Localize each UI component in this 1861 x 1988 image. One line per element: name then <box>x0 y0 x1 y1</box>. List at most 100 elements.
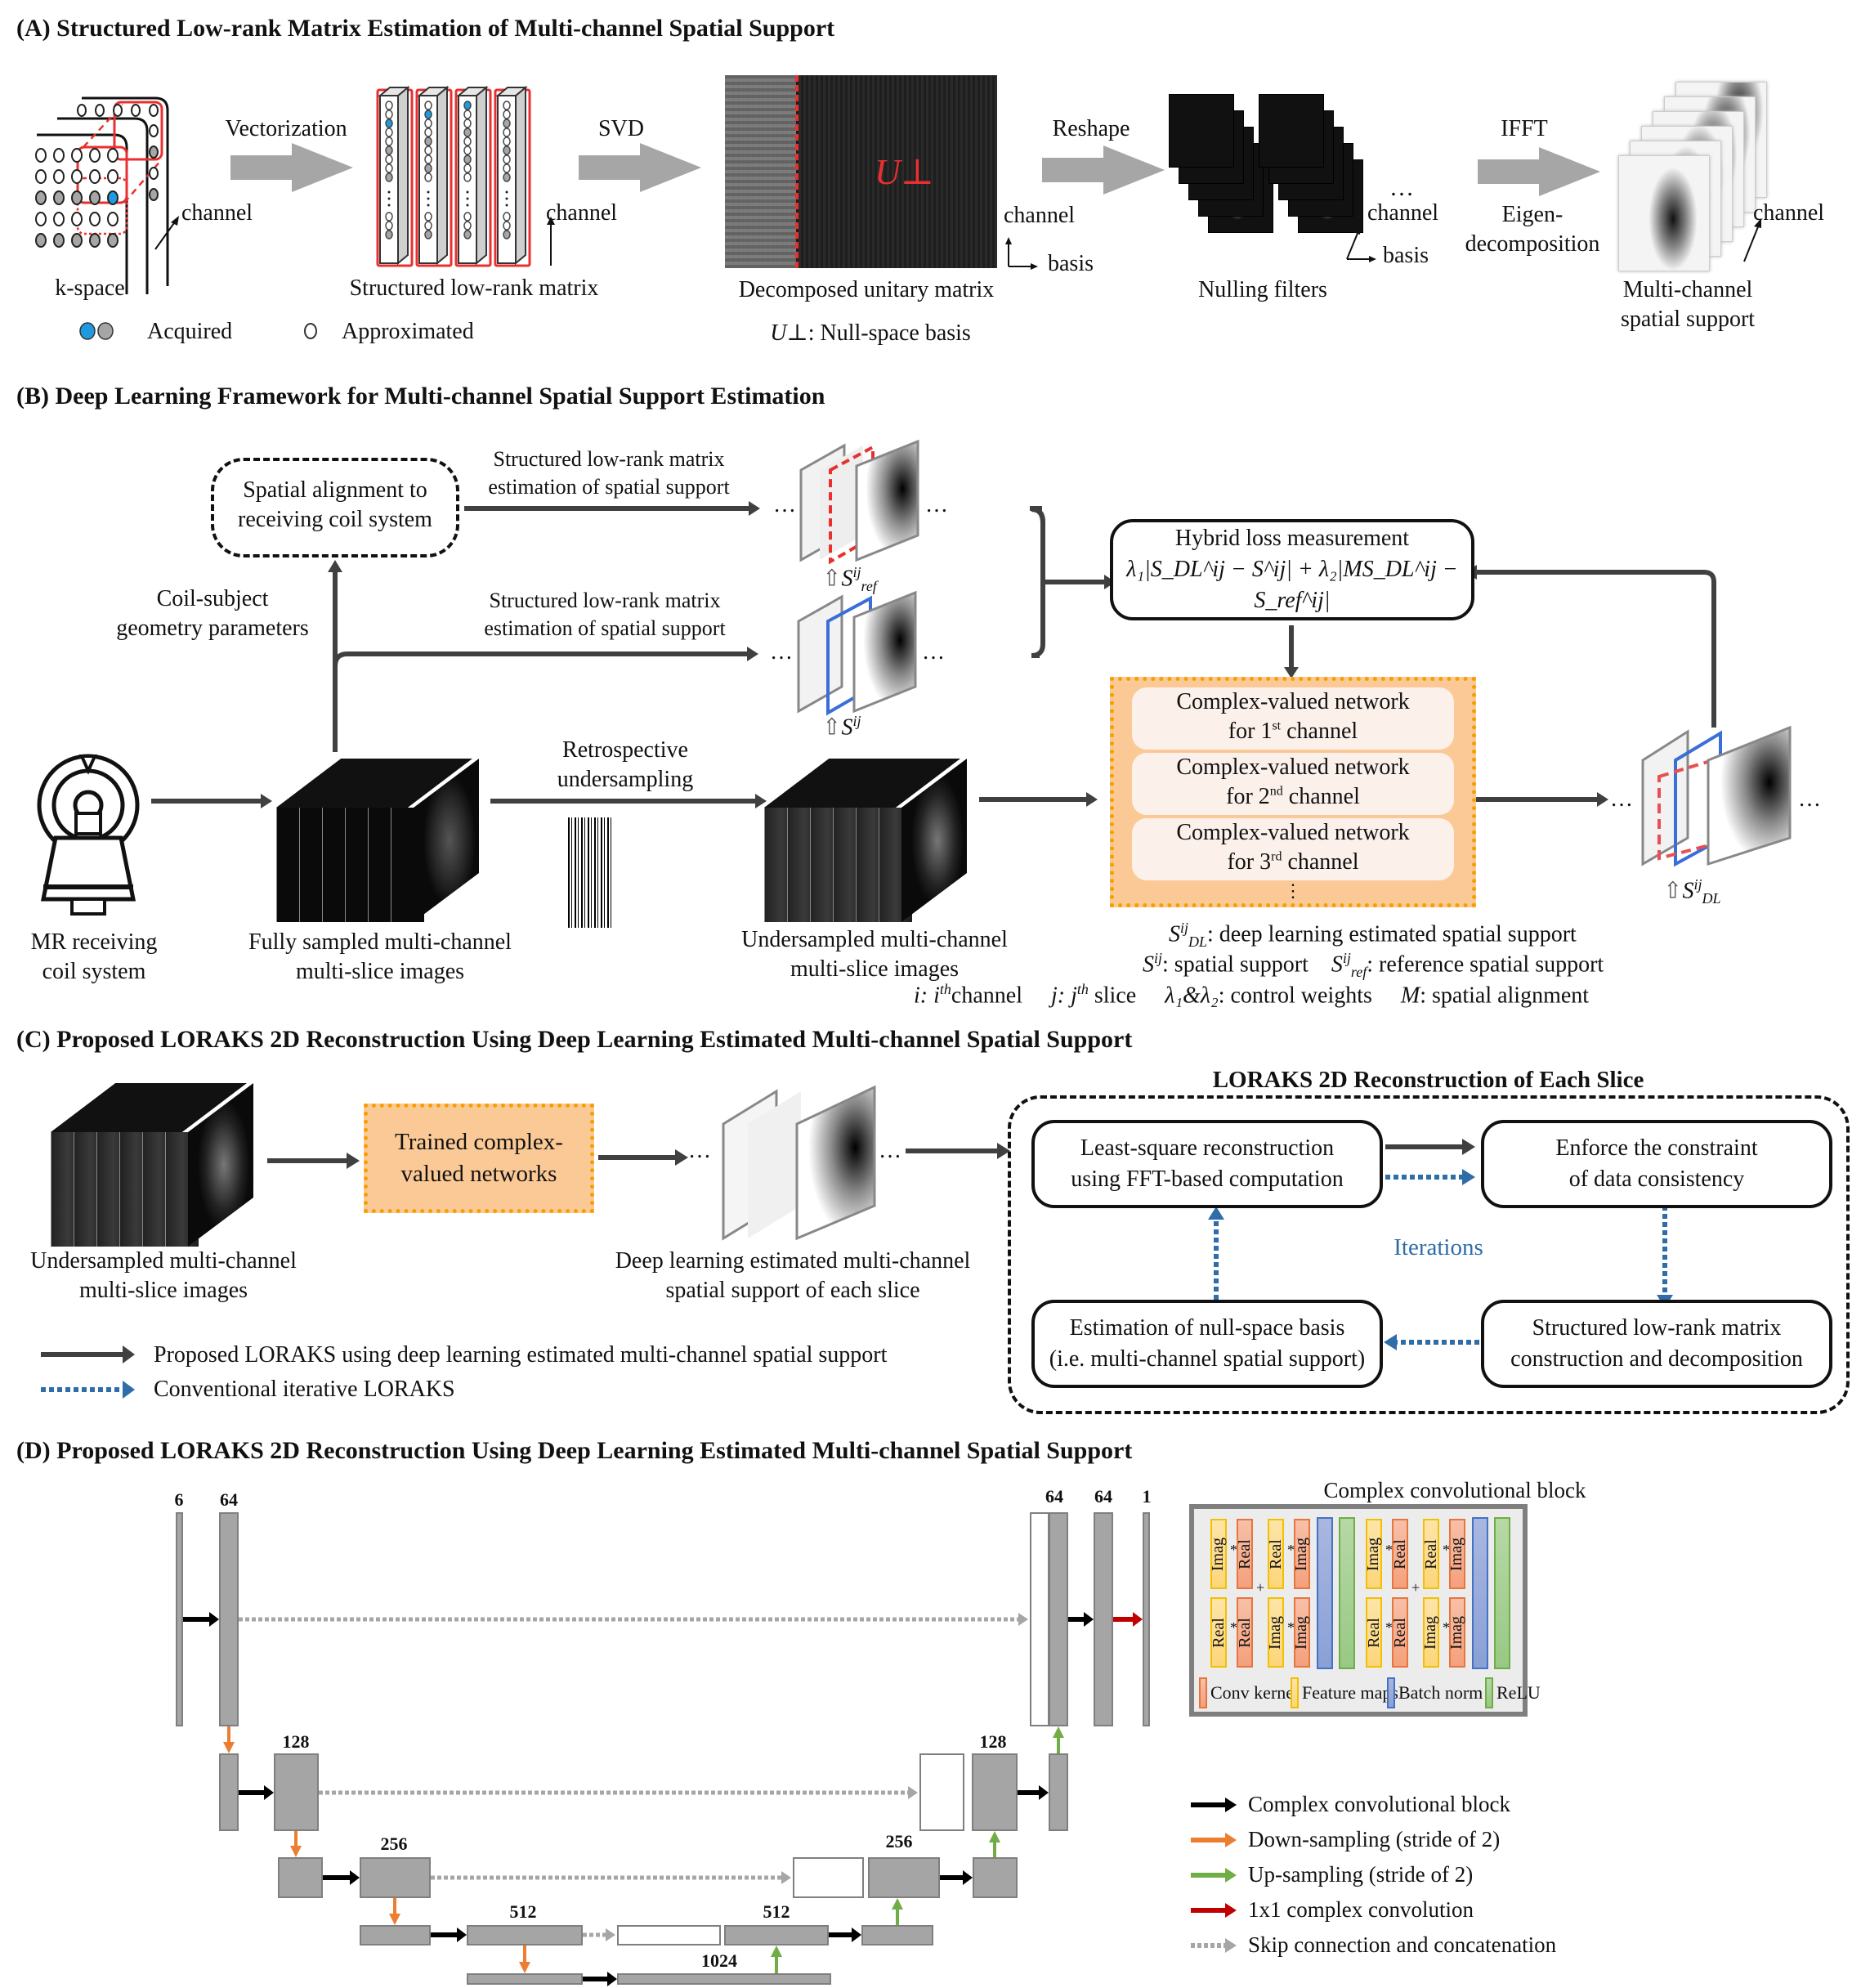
kspace-sample <box>71 169 83 184</box>
nulling-ellipsis: … <box>1389 174 1414 201</box>
support-map <box>1618 155 1710 271</box>
legend-arrow-label: Complex convolutional block <box>1248 1792 1510 1816</box>
channels-dec1b: 64 <box>1094 1486 1112 1507</box>
enc1-bar <box>219 1512 239 1726</box>
null-space-symbol: U⊥ <box>875 152 935 192</box>
sij-support-stack <box>797 590 917 716</box>
legend-arrow-icon <box>1191 1902 1237 1918</box>
kspace-sample <box>71 190 83 205</box>
note-sdl-text: : deep learning estimated spatial suppor… <box>1207 921 1577 947</box>
arrow-legend-item: Skip connection and concatenation <box>1189 1932 1556 1958</box>
ifft-label: IFFT <box>1501 116 1548 141</box>
upsample-arrow <box>892 1898 903 1925</box>
feature-maps-legend-swatch <box>1291 1677 1299 1708</box>
kspace-sample <box>53 169 65 184</box>
sref-sup: ij <box>852 564 861 580</box>
legend-arrow-label: 1x1 complex convolution <box>1248 1897 1474 1922</box>
channels-dec2: 128 <box>979 1731 1007 1752</box>
dec4-bar <box>724 1925 829 1945</box>
nulling-filters-image <box>1169 94 1363 257</box>
kspace-sample <box>53 233 65 248</box>
arrow-legend-item: Up-sampling (stride of 2) <box>1189 1862 1473 1887</box>
multiply-sign: * <box>1287 1619 1295 1636</box>
legend-arrow-label: Up-sampling (stride of 2) <box>1248 1862 1474 1887</box>
conv-kernel-chip: Imag <box>1448 1597 1466 1668</box>
nulling-filter-tile <box>1259 94 1324 168</box>
kspace-sample <box>53 212 65 226</box>
note-sdl-sub: DL <box>1188 933 1208 950</box>
skip-connection-arrow <box>431 1871 791 1884</box>
plus-sign: + <box>1256 1579 1265 1596</box>
bottleneck-bar <box>617 1973 831 1985</box>
kspace-sample <box>35 169 47 184</box>
kspace-sample <box>107 148 119 163</box>
kspace-sample <box>35 233 47 248</box>
relu-bar <box>1339 1517 1355 1669</box>
hybrid-loss-title: Hybrid loss measurement <box>1174 526 1410 552</box>
conv-kernel-chip: Real <box>1236 1519 1254 1589</box>
skip-connection-arrow <box>319 1786 918 1799</box>
undersampling-mask <box>568 817 613 928</box>
feature-map-chip: Imag <box>1210 1519 1228 1589</box>
kspace-sample <box>71 212 83 226</box>
note-m-text: : spatial alignment <box>1420 983 1590 1009</box>
up-arrow-icon: ⇧ <box>822 714 842 741</box>
dec1-concat-bar <box>1030 1512 1049 1726</box>
fully-sampled-volume <box>276 759 489 922</box>
feature-maps-legend-label: Feature maps <box>1302 1682 1398 1703</box>
kspace-channel-label: channel <box>181 200 253 226</box>
network-1-line2: for 1st channel <box>1132 717 1454 746</box>
sij-symbol: S <box>841 714 853 741</box>
arrow-legend-item: Down-sampling (stride of 2) <box>1189 1827 1500 1852</box>
sdl-left-ellipsis: … <box>1610 786 1633 812</box>
conv1x1-arrow <box>1113 1612 1143 1627</box>
arrow-legend-item: Complex convolutional block <box>1189 1792 1510 1817</box>
feature-map-chip: Real <box>1267 1519 1285 1589</box>
note-j-sup: th <box>1076 981 1089 997</box>
network-3-post: channel <box>1282 849 1359 875</box>
channel-arrow-kspace <box>154 216 179 250</box>
conv-kernel-chip: Real <box>1391 1519 1409 1589</box>
relu-legend-swatch <box>1485 1677 1493 1708</box>
sref-left-ellipsis: … <box>773 492 796 517</box>
dec3-bar <box>868 1857 940 1898</box>
nulling-filter-tile <box>1169 94 1234 168</box>
legend-arrow-label: Skip connection and concatenation <box>1248 1932 1557 1957</box>
kspace-sample <box>131 104 141 117</box>
null-space-note: U⊥: Null-space basis <box>736 319 1005 348</box>
networks-vdots: ⋮ <box>1284 880 1302 901</box>
decomposed-channel-label: channel <box>1004 203 1076 228</box>
svd-label: SVD <box>597 116 644 141</box>
kspace-sample <box>53 190 65 205</box>
channels-dec1a: 64 <box>1045 1486 1063 1507</box>
legend-proposed-label: Proposed LORAKS using deep learning esti… <box>154 1342 888 1368</box>
network-3-line1: Complex-valued network <box>1176 820 1410 845</box>
downsample-arrow <box>223 1726 235 1753</box>
kspace-sample <box>149 104 159 117</box>
kspace-sample <box>149 167 159 180</box>
channels-enc2: 128 <box>282 1731 310 1752</box>
kspace-sample <box>107 233 119 248</box>
dec3-concat-bar <box>793 1857 864 1898</box>
matrix-column <box>415 85 453 267</box>
decomposed-matrix-label: Decomposed unitary matrix <box>738 277 995 302</box>
c-support-right-ellipsis: … <box>879 1138 901 1163</box>
null-space-note-symbol: U⊥ <box>770 320 808 346</box>
acquired-dots-icon <box>79 322 114 340</box>
conv-kernel-chip: Imag <box>1448 1519 1466 1589</box>
upsample-arrow <box>1053 1726 1064 1753</box>
network-1-post: channel <box>1281 719 1358 745</box>
sref-label: ⇧Sijref <box>822 564 877 595</box>
batch-norm-legend-label: Batch norm <box>1398 1682 1483 1703</box>
kspace-label: k-space <box>55 275 125 301</box>
hybrid-loss-formula: λ₁|S_DL^ij − S^ij| + λ₂|MS_DL^ij − S_ref… <box>1126 557 1458 613</box>
sdl-right-ellipsis: … <box>1798 786 1821 812</box>
conv-block-arrow <box>829 1928 861 1942</box>
c-support-left-ellipsis: … <box>688 1138 711 1163</box>
kspace-illustration <box>35 96 169 294</box>
dec2-up-bar <box>973 1857 1018 1898</box>
note-sdl: SijDL: deep learning estimated spatial s… <box>1169 920 1577 951</box>
section-c-title: (C) Proposed LORAKS 2D Reconstruction Us… <box>16 1026 1133 1053</box>
network-2-line2: for 2nd channel <box>1132 782 1454 812</box>
